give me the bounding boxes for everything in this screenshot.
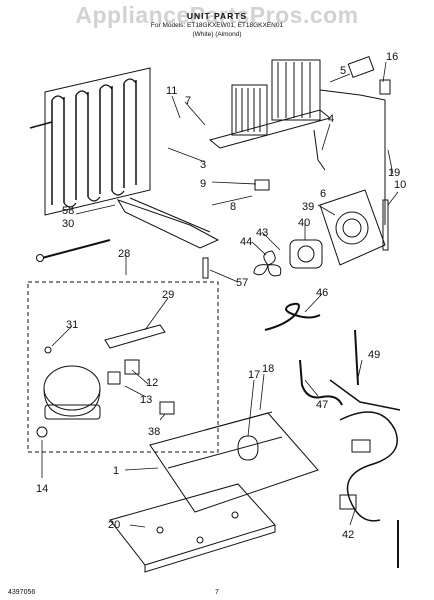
- callout-4: 4: [328, 113, 334, 125]
- callout-labels: 3 9 8 11 7 4 5 16 6 19 10 58 30 28 57 39…: [36, 51, 406, 541]
- callout-19: 19: [388, 167, 400, 179]
- wire-harness: [339, 411, 399, 568]
- callout-30: 30: [62, 218, 74, 230]
- misc-parts: [237, 56, 391, 461]
- callout-13: 13: [140, 394, 152, 406]
- callout-12: 12: [146, 377, 158, 389]
- fan-shroud: [319, 189, 386, 266]
- callout-7: 7: [185, 95, 191, 107]
- callout-46: 46: [316, 287, 328, 299]
- evaporator-coil: [29, 67, 151, 216]
- model-numbers: For Models: ET18GKXEW01, ET18GKXEN01: [150, 22, 284, 29]
- page-title: UNIT PARTS: [186, 11, 248, 21]
- page-number: 7: [215, 589, 219, 596]
- callout-6: 6: [320, 188, 326, 200]
- callout-5: 5: [340, 65, 346, 77]
- callout-17: 17: [248, 369, 260, 381]
- callout-38: 38: [148, 426, 160, 438]
- drain-trough: [116, 197, 220, 249]
- heater-rod: [36, 239, 111, 262]
- callout-14: 14: [36, 483, 48, 495]
- callout-29: 29: [162, 289, 174, 301]
- callout-49: 49: [368, 349, 380, 361]
- callout-18: 18: [262, 363, 274, 375]
- fan-motor: [253, 239, 323, 277]
- callout-20: 20: [108, 519, 120, 531]
- screw: [202, 257, 209, 279]
- base-pan: [109, 411, 319, 573]
- tube-rod: [329, 329, 401, 411]
- callout-40: 40: [298, 217, 310, 229]
- callout-28: 28: [118, 248, 130, 260]
- callout-39: 39: [302, 201, 314, 213]
- callout-44: 44: [240, 236, 252, 248]
- defrost-heater-assembly: [208, 59, 386, 225]
- callout-43: 43: [256, 227, 268, 239]
- model-colors: (White) (Almond): [192, 31, 242, 38]
- callout-8: 8: [230, 201, 236, 213]
- callout-42: 42: [342, 529, 354, 541]
- tubing: [264, 302, 343, 406]
- callout-10: 10: [394, 179, 406, 191]
- watermark: AppliancePartsPros.com: [75, 2, 359, 28]
- compressor-section: [27, 281, 219, 453]
- callout-47: 47: [316, 399, 328, 411]
- callout-58: 58: [62, 205, 74, 217]
- callout-11: 11: [166, 85, 177, 97]
- callout-9: 9: [200, 178, 206, 190]
- leader-lines: [41, 61, 399, 528]
- document-number: 4397056: [8, 589, 36, 596]
- callout-16: 16: [386, 51, 398, 63]
- callout-57: 57: [236, 277, 248, 289]
- callout-31: 31: [66, 319, 78, 331]
- callout-3: 3: [200, 159, 206, 171]
- callout-1: 1: [113, 465, 119, 477]
